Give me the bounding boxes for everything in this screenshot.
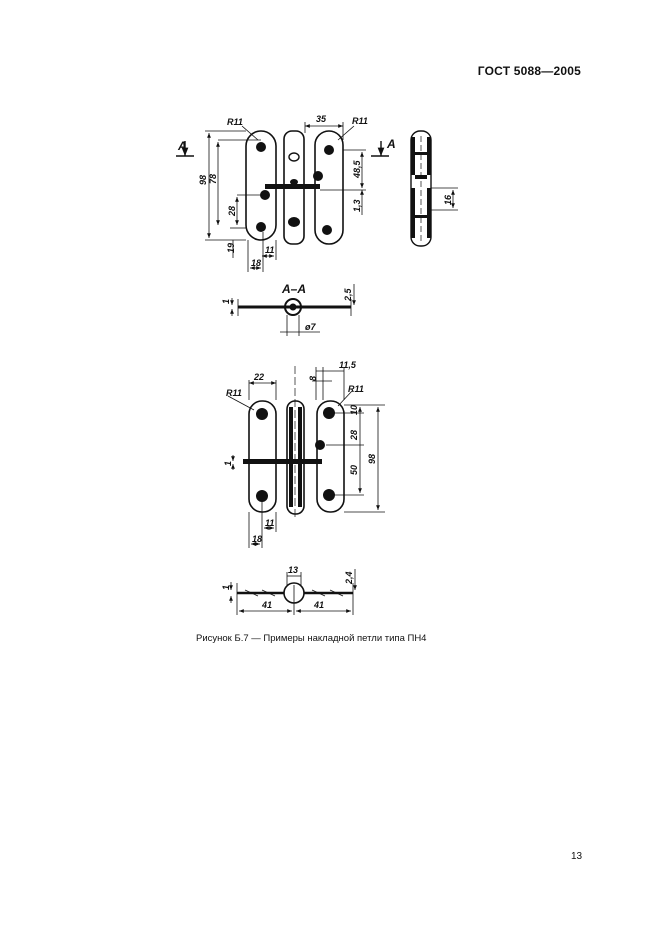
dim-41-left: 41 xyxy=(261,600,272,610)
dim-1-section: 1 xyxy=(221,299,231,304)
dim-22: 22 xyxy=(253,372,264,382)
section-a-a xyxy=(230,284,356,336)
page-number: 13 xyxy=(571,851,583,862)
dim-98-v2: 98 xyxy=(367,454,377,464)
document-header: ГОСТ 5088—2005 xyxy=(477,64,581,78)
dim-10: 10 xyxy=(349,405,359,415)
section-mark-right: A xyxy=(386,137,396,151)
dim-2-4: 2,4 xyxy=(344,571,354,585)
dim-18-v2: 18 xyxy=(252,534,262,544)
side-view-hatching xyxy=(411,137,431,238)
dim-18-v1: 18 xyxy=(251,258,261,268)
section-mark-left: A xyxy=(177,139,187,153)
dim-28-v1: 28 xyxy=(227,206,237,217)
dim-1-v2: 1 xyxy=(223,461,233,466)
figure-caption: Рисунок Б.7 — Примеры накладной петли ти… xyxy=(196,633,427,644)
section-title: A–A xyxy=(281,282,306,296)
dim-11-5: 11,5 xyxy=(339,360,357,370)
dim-2-5: 2,5 xyxy=(343,287,353,302)
dim-r11-left-v2: R11 xyxy=(226,388,242,398)
dim-50: 50 xyxy=(349,465,359,475)
front-view-1-holes xyxy=(256,142,334,235)
front-view-2-holes xyxy=(256,407,335,507)
dim-r11-left-v1: R11 xyxy=(227,117,243,127)
front-view-1 xyxy=(245,130,344,245)
dim-r11-right-v2: R11 xyxy=(348,384,364,394)
dim-28-v2: 28 xyxy=(349,430,359,441)
dim-1-3: 1,3 xyxy=(352,199,362,212)
dim-19: 19 xyxy=(226,243,236,253)
dim-11-v2: 11 xyxy=(265,518,274,528)
dim-1-v3: 1 xyxy=(221,585,231,590)
dim-41-right: 41 xyxy=(313,600,324,610)
dim-11-v1: 11 xyxy=(265,245,274,255)
dim-35: 35 xyxy=(316,114,327,124)
dim-98-v1: 98 xyxy=(198,175,208,185)
front-view-2 xyxy=(243,366,345,520)
dim-78: 78 xyxy=(208,174,218,184)
dim-48-5: 48,5 xyxy=(352,159,362,179)
dim-dia-7: ø7 xyxy=(305,322,316,332)
bottom-view xyxy=(229,569,357,615)
dim-8: 8 xyxy=(308,376,318,381)
dim-r11-right-v1: R11 xyxy=(352,116,368,126)
dim-13: 13 xyxy=(288,565,298,575)
section-arrows xyxy=(176,141,389,157)
dim-16: 16 xyxy=(443,194,453,205)
